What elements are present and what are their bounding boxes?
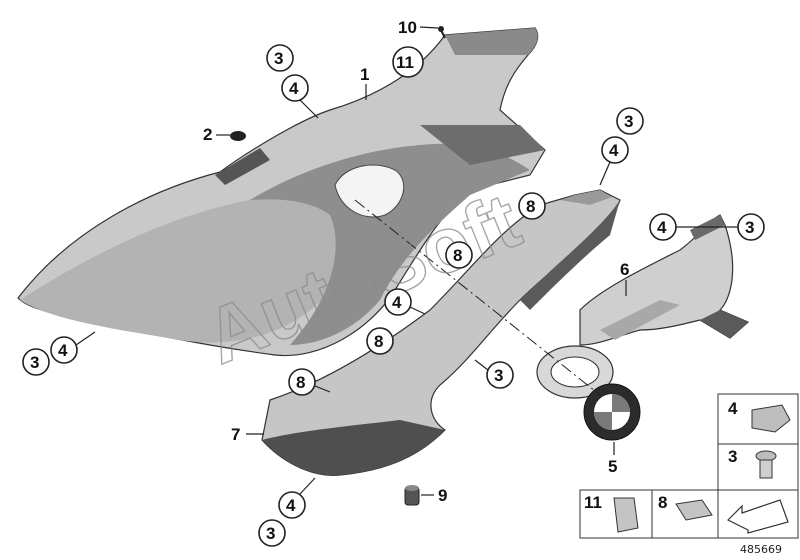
callout-8-left: 8 [296,373,305,392]
callout-4-bottom: 4 [286,496,296,515]
callout-8-center-top: 8 [526,197,535,216]
callout-11: 11 [396,53,414,72]
legend-box-4: 4 [717,393,799,445]
callout-7: 7 [231,425,240,444]
legend-box-8: 8 [651,489,719,539]
bracket-part [536,214,750,399]
legend-label-11: 11 [584,493,602,512]
callout-3-bottom: 3 [266,524,275,543]
callout-8-center: 8 [453,246,462,265]
callout-3-right: 3 [745,218,754,237]
callout-9: 9 [438,486,447,505]
callout-4-center: 4 [392,293,402,312]
emblem-part [583,383,641,441]
callout-10: 10 [398,18,417,37]
main-fairing-part [17,27,546,357]
callout-4-top: 4 [289,79,299,98]
callout-3-left: 3 [30,353,39,372]
callout-1: 1 [360,65,369,84]
callout-4-right-top: 4 [609,141,619,160]
legend-box-arrow [717,489,799,539]
reference-number: 485669 [740,543,782,556]
callout-2: 2 [203,125,212,144]
legend-box-3: 3 [717,443,799,491]
grommet-part [230,131,246,141]
callout-3-right-top: 3 [624,112,633,131]
callout-4-right: 4 [657,218,667,237]
callout-3-center: 3 [494,366,503,385]
legend-box-11: 11 [579,489,653,539]
lower-side-panel-part [261,189,621,476]
callout-4-left: 4 [58,341,68,360]
assembly-axis-line [354,199,601,396]
callout-8-lower: 8 [374,332,383,351]
callout-3-top: 3 [274,49,283,68]
screw-part [438,26,446,39]
legend-label-4: 4 [728,399,738,418]
legend-label-3: 3 [728,447,737,466]
legend-label-8: 8 [658,493,667,512]
callout-5: 5 [608,457,617,476]
callout-6: 6 [620,260,629,279]
rubber-buffer-part [404,485,420,506]
